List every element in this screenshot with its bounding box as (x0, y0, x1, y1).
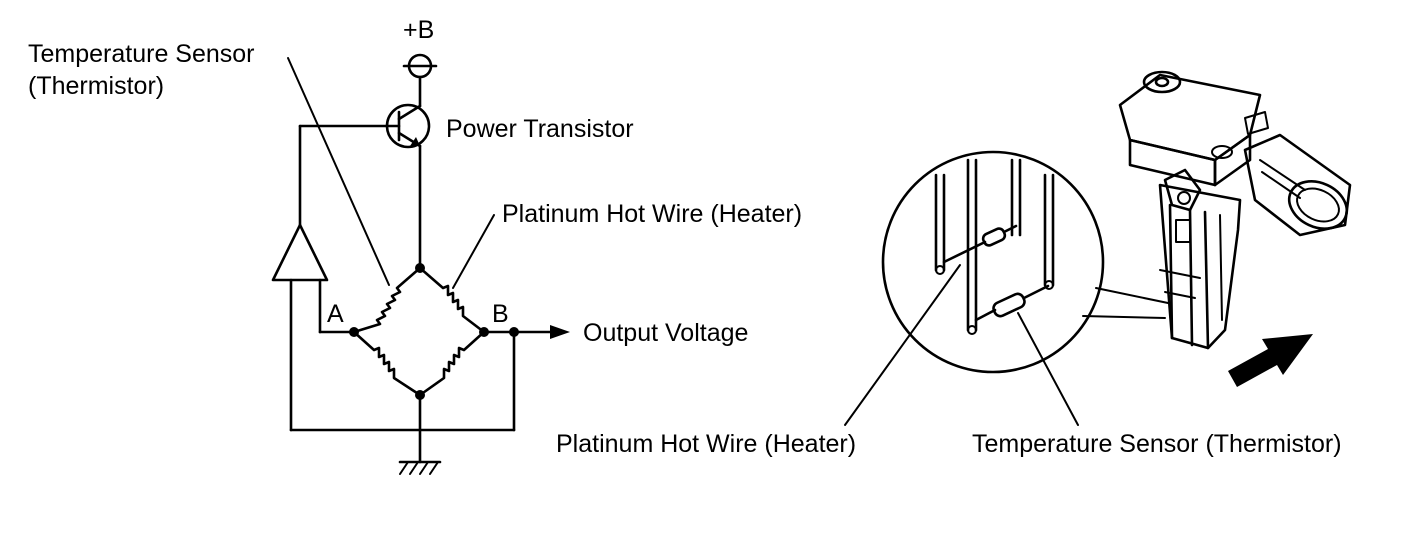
hot-wire-resistor-icon (418, 266, 486, 334)
thermistor-resistor-icon (352, 266, 422, 334)
thermistor-leader-line (287, 57, 390, 286)
sensor-illustration: Platinum Hot Wire (Heater) Temperature S… (556, 70, 1352, 458)
ground-icon (398, 460, 442, 475)
wheatstone-bridge (349, 263, 519, 400)
node-b-label: B (492, 300, 509, 328)
airflow-arrow-icon (1228, 334, 1313, 387)
hot-wire-label: Platinum Hot Wire (Heater) (502, 200, 802, 228)
power-transistor-icon (298, 103, 431, 270)
hot-wire-element-icon (981, 227, 1007, 247)
hot-wire-leader-line (452, 214, 495, 289)
sensor-hot-wire-leader-line (844, 264, 961, 426)
thermistor-element-icon (992, 292, 1026, 318)
bridge-resistor-icon (418, 330, 486, 397)
output-wiring (289, 325, 570, 464)
thermistor-label-line2: (Thermistor) (28, 72, 164, 100)
transistor-label: Power Transistor (446, 115, 634, 143)
thermistor-label-line1: Temperature Sensor (28, 40, 255, 68)
sensor-hot-wire-label: Platinum Hot Wire (Heater) (556, 430, 856, 458)
airflow-sensor-icon (1118, 70, 1352, 350)
sensor-thermistor-leader-line (1017, 312, 1079, 426)
circuit-diagram: +B Power Transistor (28, 16, 802, 475)
output-label: Output Voltage (583, 319, 748, 347)
supply-terminal-icon (402, 53, 438, 108)
amplifier-icon (271, 124, 356, 432)
sensor-thermistor-label: Temperature Sensor (Thermistor) (972, 430, 1342, 458)
node-a-label: A (327, 300, 344, 328)
bridge-resistor-icon (352, 330, 422, 397)
output-arrow-icon (550, 325, 570, 339)
magnified-detail (881, 150, 1105, 374)
supply-label: +B (403, 16, 434, 44)
